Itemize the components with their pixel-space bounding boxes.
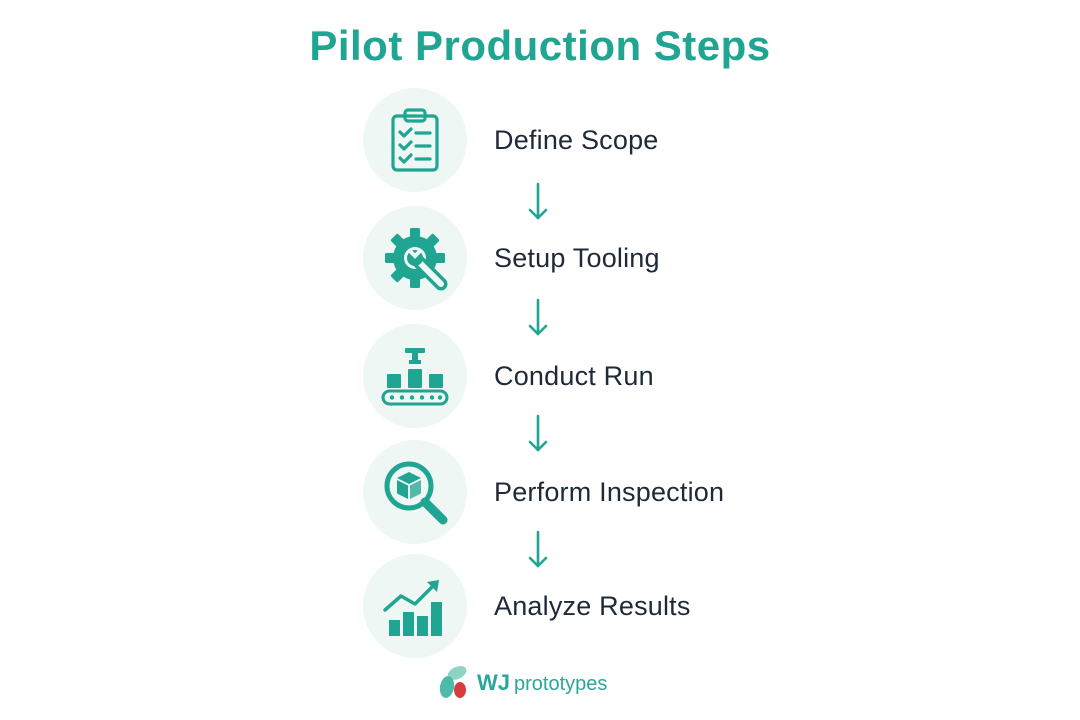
leaf-logo-icon [439, 666, 467, 698]
step-label: Conduct Run [494, 360, 654, 391]
step-conduct-run: Conduct Run [363, 324, 803, 428]
arrow-down-icon [528, 530, 548, 568]
step-icon-circle [363, 324, 467, 428]
growth-chart-icon [383, 580, 442, 636]
brand-text: prototypes [514, 673, 608, 695]
brand-initials: WJ [477, 670, 510, 695]
step-setup-tooling: Setup Tooling [363, 206, 803, 310]
step-label: Perform Inspection [494, 476, 725, 507]
arrow-down-icon [528, 298, 548, 336]
step-icon-circle [363, 440, 467, 544]
magnifier-box-icon [384, 461, 448, 525]
conveyor-belt-icon [381, 348, 449, 406]
step-perform-inspection: Perform Inspection [363, 440, 803, 544]
step-icon-circle [363, 206, 467, 310]
step-analyze-results: Analyze Results [363, 554, 803, 658]
step-icon-circle [363, 554, 467, 658]
arrow-down-icon [528, 182, 548, 220]
clipboard-checklist-icon [391, 108, 439, 172]
arrow-down-icon [528, 414, 548, 452]
gear-wrench-icon [385, 228, 448, 291]
step-label: Analyze Results [494, 590, 691, 621]
step-label: Setup Tooling [494, 242, 660, 273]
page-title: Pilot Production Steps [309, 22, 771, 69]
step-icon-circle [363, 88, 467, 192]
step-label: Define Scope [494, 124, 659, 155]
step-define-scope: Define Scope [363, 88, 803, 192]
